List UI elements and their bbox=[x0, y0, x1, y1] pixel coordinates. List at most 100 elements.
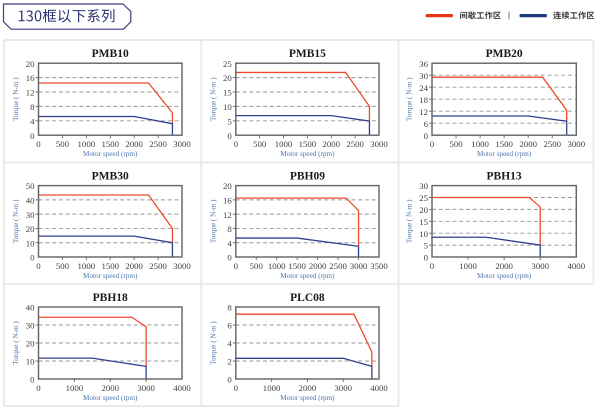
svg-text:36: 36 bbox=[419, 59, 428, 69]
svg-text:1500: 1500 bbox=[299, 139, 317, 149]
svg-text:2000: 2000 bbox=[299, 383, 317, 393]
svg-text:10: 10 bbox=[223, 102, 232, 112]
svg-text:0: 0 bbox=[227, 131, 232, 141]
svg-text:PBH18: PBH18 bbox=[93, 292, 128, 304]
svg-text:3000: 3000 bbox=[350, 261, 368, 271]
svg-text:500: 500 bbox=[56, 261, 70, 271]
svg-text:3000: 3000 bbox=[334, 383, 352, 393]
svg-text:1000: 1000 bbox=[78, 261, 96, 271]
svg-text:6: 6 bbox=[227, 321, 232, 331]
svg-text:1000: 1000 bbox=[275, 139, 293, 149]
svg-text:40: 40 bbox=[26, 303, 35, 313]
svg-text:0: 0 bbox=[30, 131, 35, 141]
svg-text:0: 0 bbox=[424, 131, 429, 141]
svg-text:4: 4 bbox=[30, 116, 35, 126]
svg-text:2: 2 bbox=[227, 357, 231, 367]
svg-text:2000: 2000 bbox=[125, 139, 143, 149]
svg-text:3500: 3500 bbox=[370, 261, 388, 271]
svg-text:0: 0 bbox=[430, 261, 435, 271]
svg-text:PMB30: PMB30 bbox=[92, 170, 129, 182]
svg-text:Torque ( N-m ): Torque ( N-m ) bbox=[209, 321, 217, 365]
svg-text:2000: 2000 bbox=[309, 261, 327, 271]
svg-text:8: 8 bbox=[227, 303, 232, 313]
svg-text:1000: 1000 bbox=[263, 383, 281, 393]
svg-text:4000: 4000 bbox=[173, 383, 191, 393]
svg-text:6: 6 bbox=[424, 119, 429, 129]
svg-text:30: 30 bbox=[419, 71, 428, 81]
svg-text:PMB20: PMB20 bbox=[486, 48, 523, 60]
svg-text:5: 5 bbox=[227, 116, 232, 126]
svg-text:1000: 1000 bbox=[459, 261, 477, 271]
svg-text:Torque ( N-m ): Torque ( N-m ) bbox=[406, 77, 414, 121]
svg-text:500: 500 bbox=[449, 139, 463, 149]
svg-text:Motor speed (rpm): Motor speed (rpm) bbox=[83, 272, 138, 280]
svg-text:2500: 2500 bbox=[149, 139, 167, 149]
svg-text:500: 500 bbox=[250, 261, 264, 271]
svg-text:1000: 1000 bbox=[268, 261, 286, 271]
svg-text:Torque ( N-m ): Torque ( N-m ) bbox=[12, 321, 20, 365]
svg-text:0: 0 bbox=[430, 139, 435, 149]
svg-text:3000: 3000 bbox=[370, 139, 388, 149]
svg-text:4: 4 bbox=[227, 238, 232, 248]
svg-text:30: 30 bbox=[419, 181, 428, 191]
svg-text:1500: 1500 bbox=[495, 139, 513, 149]
svg-text:0: 0 bbox=[424, 253, 429, 263]
svg-text:2500: 2500 bbox=[329, 261, 347, 271]
svg-text:1000: 1000 bbox=[78, 139, 96, 149]
svg-text:3000: 3000 bbox=[531, 261, 549, 271]
svg-text:1000: 1000 bbox=[66, 383, 84, 393]
svg-text:0: 0 bbox=[30, 375, 35, 385]
svg-text:PBH09: PBH09 bbox=[290, 170, 325, 182]
svg-text:2500: 2500 bbox=[543, 139, 561, 149]
svg-text:0: 0 bbox=[234, 261, 239, 271]
svg-text:12: 12 bbox=[223, 210, 232, 220]
svg-text:15: 15 bbox=[419, 217, 428, 227]
svg-text:10: 10 bbox=[26, 357, 35, 367]
svg-text:3000: 3000 bbox=[568, 139, 586, 149]
svg-text:10: 10 bbox=[26, 238, 35, 248]
svg-text:0: 0 bbox=[234, 383, 239, 393]
svg-text:10: 10 bbox=[419, 229, 428, 239]
svg-text:500: 500 bbox=[253, 139, 267, 149]
svg-text:8: 8 bbox=[30, 102, 35, 112]
svg-text:30: 30 bbox=[26, 210, 35, 220]
svg-text:500: 500 bbox=[56, 139, 70, 149]
svg-text:PBH13: PBH13 bbox=[487, 170, 522, 182]
svg-text:0: 0 bbox=[234, 139, 239, 149]
svg-text:16: 16 bbox=[26, 73, 35, 83]
svg-text:Torque ( N-m ): Torque ( N-m ) bbox=[209, 77, 217, 121]
svg-text:Motor speed (rpm): Motor speed (rpm) bbox=[477, 150, 532, 158]
svg-text:2000: 2000 bbox=[519, 139, 537, 149]
svg-text:20: 20 bbox=[419, 205, 428, 215]
svg-text:2000: 2000 bbox=[125, 261, 143, 271]
svg-text:20: 20 bbox=[26, 59, 35, 69]
svg-text:Motor speed (rpm): Motor speed (rpm) bbox=[83, 394, 138, 402]
svg-text:Motor speed (rpm): Motor speed (rpm) bbox=[280, 394, 335, 402]
svg-text:4000: 4000 bbox=[568, 261, 586, 271]
svg-text:20: 20 bbox=[223, 181, 232, 191]
svg-text:Motor speed (rpm): Motor speed (rpm) bbox=[280, 272, 335, 280]
svg-text:3000: 3000 bbox=[173, 261, 191, 271]
svg-text:0: 0 bbox=[36, 261, 41, 271]
svg-text:PMB15: PMB15 bbox=[289, 48, 326, 60]
svg-text:0: 0 bbox=[227, 375, 232, 385]
svg-text:0: 0 bbox=[36, 383, 41, 393]
svg-text:0: 0 bbox=[227, 253, 232, 263]
svg-text:4000: 4000 bbox=[370, 383, 388, 393]
svg-text:1500: 1500 bbox=[101, 139, 119, 149]
svg-text:2000: 2000 bbox=[495, 261, 513, 271]
svg-text:25: 25 bbox=[419, 193, 428, 203]
svg-text:0: 0 bbox=[30, 253, 35, 263]
svg-text:24: 24 bbox=[419, 83, 428, 93]
svg-text:1000: 1000 bbox=[471, 139, 489, 149]
svg-text:PMB10: PMB10 bbox=[92, 48, 129, 60]
svg-text:0: 0 bbox=[36, 139, 41, 149]
svg-text:5: 5 bbox=[424, 241, 429, 251]
svg-text:2500: 2500 bbox=[346, 139, 364, 149]
svg-text:2000: 2000 bbox=[322, 139, 340, 149]
svg-text:1500: 1500 bbox=[288, 261, 306, 271]
svg-text:Torque ( N-m ): Torque ( N-m ) bbox=[209, 199, 217, 243]
svg-text:Motor speed (rpm): Motor speed (rpm) bbox=[83, 150, 138, 158]
svg-text:20: 20 bbox=[223, 73, 232, 83]
svg-text:12: 12 bbox=[26, 88, 35, 98]
